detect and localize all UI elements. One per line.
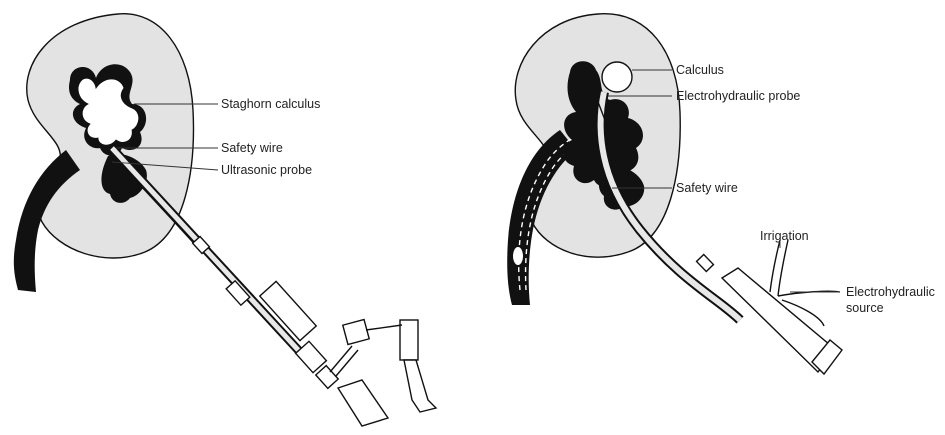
- right-label-electrohydraulic-probe: Electrohydraulic probe: [676, 89, 800, 103]
- right-label-electrohydraulic-source: Electrohydraulic: [846, 285, 935, 299]
- left-transducer: [343, 319, 369, 344]
- left-panel-ultrasonic: Staghorn calculus Safety wire Ultrasonic…: [14, 14, 436, 426]
- right-irrigation-tube: [770, 240, 780, 292]
- right-calculus: [602, 62, 632, 92]
- right-label-source: source: [846, 301, 884, 315]
- right-label-safety-wire: Safety wire: [676, 181, 738, 195]
- left-label-staghorn-calculus: Staghorn calculus: [221, 97, 320, 111]
- left-label-ultrasonic-probe: Ultrasonic probe: [221, 163, 312, 177]
- left-label-safety-wire: Safety wire: [221, 141, 283, 155]
- right-label-irrigation: Irrigation: [760, 229, 809, 243]
- right-panel-electrohydraulic: Calculus Electrohydraulic probe Safety w…: [507, 14, 935, 374]
- left-probe-head: [338, 380, 388, 426]
- right-label-calculus: Calculus: [676, 63, 724, 77]
